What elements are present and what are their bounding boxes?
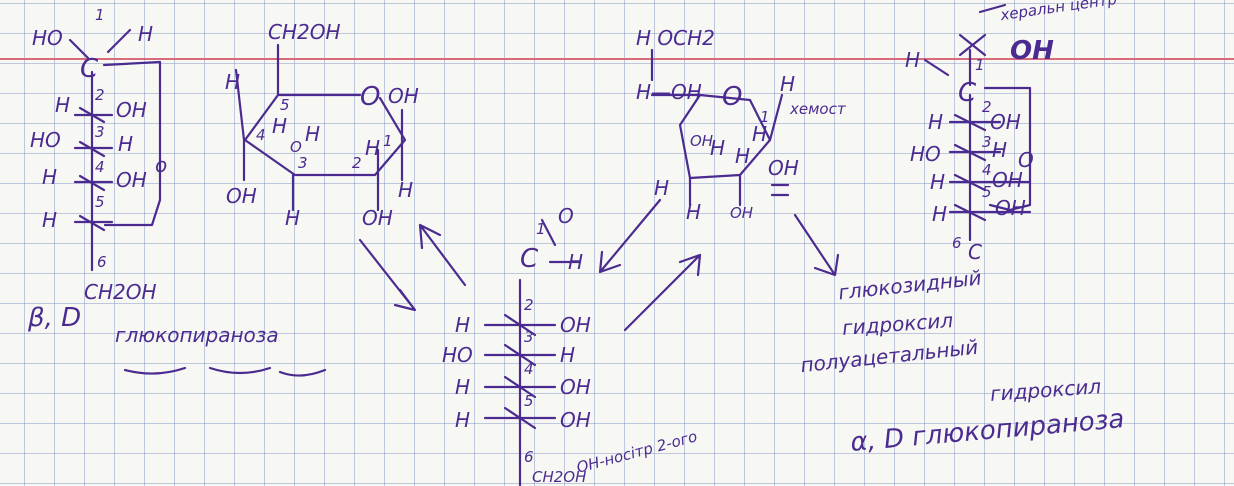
fischer-alpha-row3-left: HO [910, 142, 941, 166]
fischer-alpha-row4-right: OH [992, 168, 1023, 192]
haworth-beta-h-inner: H [272, 114, 288, 138]
fischer-alpha-oh: OH [1010, 36, 1054, 66]
fischer-alpha-row2-left: H [928, 110, 944, 134]
open-chain-row2-right: OH [560, 313, 591, 337]
fischer-beta-c1-h: H [138, 22, 154, 46]
fischer-beta-row2-left: H [55, 93, 71, 117]
fischer-alpha-row3-right: H [992, 138, 1008, 162]
fischer-alpha-row4-left: H [930, 170, 946, 194]
fischer-beta-row3-right: H [118, 132, 134, 156]
open-chain-row5-left: H [455, 408, 471, 432]
open-chain-c6-num: 6 [524, 448, 534, 466]
fischer-beta-c1-num: 1 [95, 6, 105, 24]
fischer-beta-c6-num: 6 [97, 253, 107, 271]
fischer-alpha-c6: C [968, 240, 982, 264]
haworth-alpha-note: хемост [790, 100, 846, 118]
fischer-alpha-row4-num: 4 [982, 161, 992, 179]
fischer-alpha-row2-num: 2 [982, 98, 992, 116]
fischer-alpha-h: H [905, 48, 921, 72]
haworth-beta-h-inner2: H [305, 122, 321, 146]
fischer-beta-row5-left: H [42, 208, 58, 232]
fischer-alpha-lines [923, 3, 1032, 242]
fischer-alpha-c6-num: 6 [952, 234, 962, 252]
haworth-beta-ch2oh: CH2OH [268, 20, 341, 44]
fischer-beta-row3-left: HO [30, 128, 61, 152]
open-chain-row4-left: H [455, 375, 471, 399]
haworth-beta-h-bottom: H [285, 206, 301, 230]
haworth-beta-oh-left: OH [226, 184, 257, 208]
open-chain-o: O [558, 204, 574, 228]
haworth-beta-num3: 3 [298, 154, 308, 172]
open-chain-row5-num: 5 [524, 392, 534, 410]
fischer-beta-ring-o: o [155, 153, 168, 177]
haworth-alpha-oh-bottom: OH [730, 204, 754, 222]
haworth-beta-lines [234, 43, 407, 212]
haworth-alpha-ring-o: O [722, 82, 743, 112]
haworth-beta-num4: 4 [256, 126, 266, 144]
arrows [358, 198, 840, 332]
haworth-beta-h-left: H [225, 70, 241, 94]
fischer-alpha-row5-num: 5 [982, 183, 992, 201]
fischer-alpha-row3-num: 3 [982, 133, 992, 151]
fischer-beta-caption-prefix: β, D [28, 303, 82, 333]
fischer-beta-ch2oh: CH2OH [84, 280, 157, 304]
haworth-beta-ring-o: O [360, 82, 381, 112]
open-chain-row3-num: 3 [524, 328, 534, 346]
haworth-alpha-h-top: H [780, 72, 796, 96]
haworth-alpha-h-b: H [735, 144, 751, 168]
haworth-alpha-oh-right: OH [768, 156, 799, 180]
haworth-alpha-h-oh: H—OH [636, 80, 702, 104]
haworth-beta-h-c2: H [365, 136, 381, 160]
open-chain-row2-num: 2 [524, 296, 534, 314]
fischer-alpha-row5-left: H [932, 202, 948, 226]
haworth-beta-num5: 5 [280, 96, 290, 114]
fischer-beta-row2-num: 2 [95, 86, 105, 104]
fischer-alpha-c1-num: 1 [975, 56, 985, 74]
open-chain-row3-right: H [560, 343, 576, 367]
fischer-alpha-ring-o: O [1018, 148, 1034, 172]
haworth-beta-oh-bottom: OH [362, 206, 393, 230]
haworth-alpha-h-mid: H [752, 122, 768, 146]
open-chain-row2-left: H [455, 313, 471, 337]
fischer-beta-row4-left: H [42, 165, 58, 189]
haworth-beta-o-inner: O [290, 138, 302, 156]
fischer-beta-ho: HO [32, 26, 63, 50]
open-chain-h: H [568, 250, 584, 274]
haworth-alpha-h-left: H [654, 176, 670, 200]
haworth-alpha-oh-inner: OH [690, 132, 714, 150]
haworth-beta-num2: 2 [352, 154, 362, 172]
haworth-beta-oh-top-right: OH [388, 84, 419, 108]
fischer-alpha-c: C [958, 78, 977, 108]
open-chain-row5-right: OH [560, 408, 591, 432]
open-chain-row4-right: OH [560, 375, 591, 399]
fischer-alpha-row2-right: OH [990, 110, 1021, 134]
haworth-alpha-lines [650, 48, 790, 207]
open-chain-bottom-label: CH2OH [532, 468, 587, 486]
fischer-beta-c1: C [80, 54, 99, 84]
fischer-beta-caption-word: глюкопиранoза [115, 323, 279, 347]
fischer-beta-row5-num: 5 [95, 193, 105, 211]
fischer-beta-row2-right: OH [116, 98, 147, 122]
fischer-alpha-row5-right: OH [995, 196, 1026, 220]
haworth-beta-num1: 1 [383, 132, 393, 150]
open-chain-row3-left: HO [442, 343, 473, 367]
open-chain-c: C [520, 244, 539, 274]
fischer-beta-lines [68, 28, 327, 377]
haworth-alpha-num1: 1 [760, 108, 770, 126]
haworth-alpha-h-bottom: H [686, 200, 702, 224]
fischer-beta-row4-right: OH [116, 168, 147, 192]
open-chain-lines [483, 218, 582, 486]
fischer-beta-row4-num: 4 [95, 158, 105, 176]
haworth-alpha-ch2oh: H OCH2 [636, 26, 715, 50]
open-chain-row4-num: 4 [524, 360, 534, 378]
haworth-beta-h-right: H [398, 178, 414, 202]
fischer-beta-row3-num: 3 [95, 123, 105, 141]
open-chain-c1-num: 1 [536, 220, 546, 238]
haworth-alpha-h-inner: H [710, 136, 726, 160]
margin-line [0, 58, 1234, 60]
